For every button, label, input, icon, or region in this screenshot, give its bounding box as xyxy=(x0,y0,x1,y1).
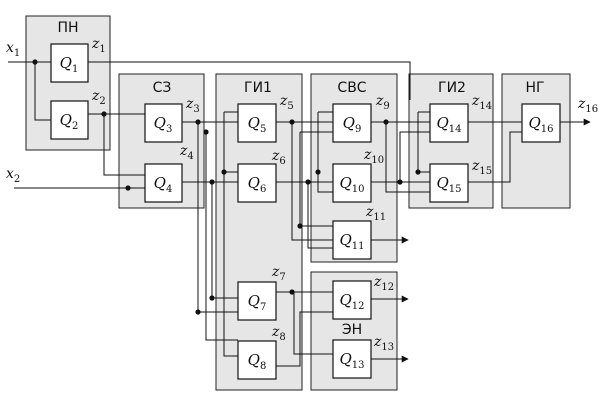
svg-text:Q9: Q9 xyxy=(343,114,362,135)
signal-label-z7: z7 xyxy=(271,264,286,283)
signal-label-z8: z8 xyxy=(271,324,286,343)
signal-label-z12: z12 xyxy=(373,274,394,293)
svg-text:Q10: Q10 xyxy=(339,174,364,195)
signal-label-z4: z4 xyxy=(179,143,194,162)
group-label-gi1: ГИ1 xyxy=(244,80,272,96)
signal-label-x1: x1 xyxy=(6,40,20,59)
block-q12: Q12 xyxy=(332,280,372,320)
svg-text:Q12: Q12 xyxy=(339,291,364,312)
svg-text:Q2: Q2 xyxy=(60,111,79,132)
block-q5: Q5 xyxy=(237,103,277,143)
block-q9: Q9 xyxy=(332,103,372,143)
svg-text:Q15: Q15 xyxy=(436,174,461,195)
svg-text:Q11: Q11 xyxy=(339,231,364,252)
group-label-ng: НГ xyxy=(525,80,544,96)
svg-text:Q8: Q8 xyxy=(248,351,267,372)
signal-label-z13: z13 xyxy=(373,334,394,353)
signal-label-z14: z14 xyxy=(471,93,492,112)
group-label-gi2: ГИ2 xyxy=(438,80,466,96)
group-label-en: ЭН xyxy=(342,322,362,338)
block-q16: Q16 xyxy=(521,103,561,143)
svg-text:Q16: Q16 xyxy=(528,114,553,135)
block-q13: Q13 xyxy=(332,339,372,379)
signal-label-z2: z2 xyxy=(91,88,106,107)
block-q6: Q6 xyxy=(237,163,277,203)
svg-text:Q5: Q5 xyxy=(248,114,267,135)
svg-text:Q7: Q7 xyxy=(248,292,267,313)
svg-text:Q3: Q3 xyxy=(154,114,173,135)
block-q14: Q14 xyxy=(429,103,469,143)
junction-dots xyxy=(32,59,421,315)
signal-label-z3: z3 xyxy=(185,96,200,115)
svg-text:Q1: Q1 xyxy=(60,54,79,75)
signal-label-z5: z5 xyxy=(279,93,294,112)
svg-text:Q14: Q14 xyxy=(436,114,461,135)
block-q2: Q2 xyxy=(50,100,89,140)
block-q7: Q7 xyxy=(237,281,277,321)
svg-text:Q4: Q4 xyxy=(154,174,173,195)
block-q1: Q1 xyxy=(50,43,89,83)
signal-label-z10: z10 xyxy=(363,147,384,166)
signal-label-x2: x2 xyxy=(6,166,20,185)
block-q8: Q8 xyxy=(237,340,277,380)
group-label-sz: СЗ xyxy=(153,80,172,96)
block-q3: Q3 xyxy=(144,103,183,143)
group-label-pn: ПН xyxy=(57,20,78,36)
signal-label-z11: z11 xyxy=(365,204,386,223)
signal-label-z15: z15 xyxy=(471,158,492,177)
signal-label-z1: z1 xyxy=(91,36,106,55)
block-q11: Q11 xyxy=(332,220,372,260)
svg-text:Q6: Q6 xyxy=(248,174,267,195)
group-label-svs: СВС xyxy=(337,80,366,96)
signal-label-z6: z6 xyxy=(271,148,286,167)
signal-label-z9: z9 xyxy=(375,93,390,112)
signal-label-z16: z16 xyxy=(577,96,598,115)
svg-text:Q13: Q13 xyxy=(339,350,364,371)
block-q10: Q10 xyxy=(332,163,372,203)
block-q15: Q15 xyxy=(429,163,469,203)
block-q4: Q4 xyxy=(144,163,183,203)
